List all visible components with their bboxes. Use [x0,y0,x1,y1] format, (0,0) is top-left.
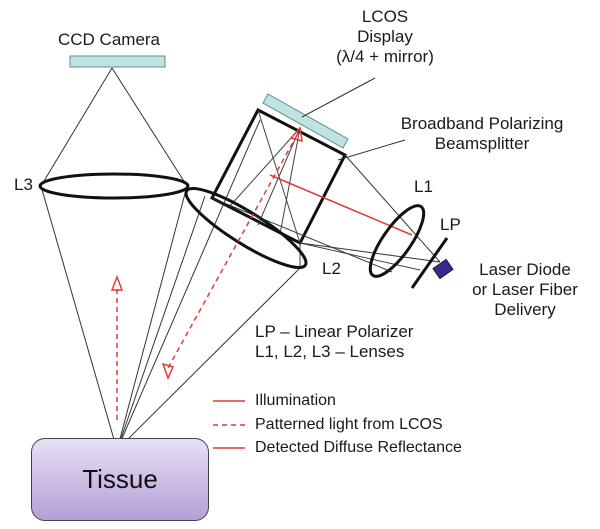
ccd-camera-sensor [69,55,166,68]
lens-l2 [184,187,308,269]
lens-l1 [368,204,426,278]
linear-polarizer [410,237,449,289]
patterned-arrowhead-1 [161,362,175,380]
camera-cone [40,67,188,451]
key-label: LP – Linear Polarizer L1, L2, L3 – Lense… [255,322,413,362]
beamsplitter-pointer-line [337,139,406,161]
lens-l1-label: L1 [414,177,433,196]
legend-patterned-label: Patterned light from LCOS [255,416,443,433]
patterned-arrowhead-3 [289,126,303,143]
beamsplitter-internal-rays [229,109,421,271]
lens-l3-label: L3 [14,175,33,194]
legend-detected-label: Detected Diffuse Reflectance [255,439,462,456]
laser-label-line1: Laser Diode [479,260,571,279]
laser-label-line2: or Laser Fiber [472,280,578,299]
beamsplitter-label-line1: Broadband Polarizing [400,114,564,133]
lcos-label-line1: LCOS [361,7,409,26]
patterned-arrowhead-2 [110,274,124,291]
lens-l2-label: L2 [322,259,341,278]
lcos-label-line2: Display [357,27,413,46]
legend-illumination-label: Illumination [255,392,336,409]
laser-label: Laser Diode or Laser Fiber Delivery [460,260,590,320]
ccd-camera-label: CCD Camera [58,30,161,49]
lcos-pointer-line [301,77,376,118]
tissue-sample: Tissue [31,438,209,521]
polarizer-label: LP [440,215,461,234]
lcos-label: LCOS Display (λ/4 + mirror) [320,7,450,67]
beamsplitter-label-line2: Beamsplitter [434,134,530,153]
lens-l3 [38,172,190,200]
patterned-light-arrows [116,134,298,420]
key-lenses: L1, L2, L3 – Lenses [255,342,405,361]
lcos-label-line3: (λ/4 + mirror) [336,47,434,66]
key-lp: LP – Linear Polarizer [255,322,414,341]
laser-label-line3: Delivery [494,300,556,319]
lcos-display [262,93,349,149]
beamsplitter-label: Broadband Polarizing Beamsplitter [382,114,582,154]
tissue-rays [116,119,301,451]
laser-path-rays [211,154,441,273]
tissue-label: Tissue [82,464,158,494]
illumination-beam [269,174,413,236]
laser-diode [432,258,454,280]
